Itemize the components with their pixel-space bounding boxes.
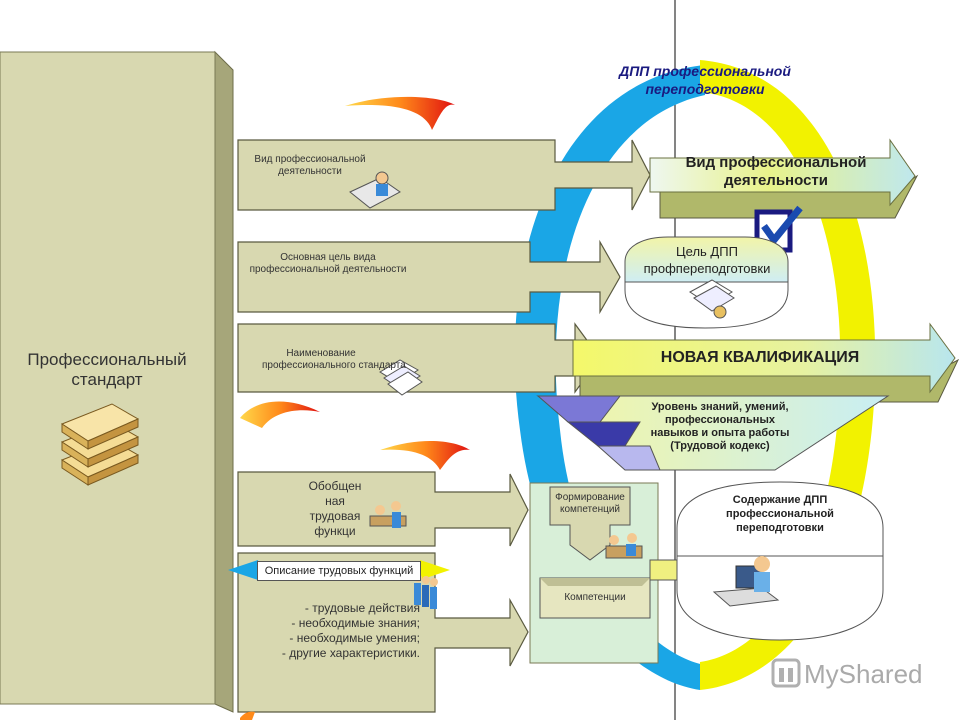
uroven-label-line3: навыков и опыта работы xyxy=(650,427,790,439)
left-panel-side xyxy=(214,50,234,713)
swoosh-1 xyxy=(345,96,455,130)
left-panel-title-line1: Профессиональный xyxy=(27,350,187,369)
checkmark-icon xyxy=(761,205,803,246)
uroven-stripe-3 xyxy=(596,445,661,471)
arrow-obob-label-line1: Обобщен xyxy=(308,479,362,493)
form-komp-label: Формирование компетенций xyxy=(550,492,630,516)
soderzh-box-bottom xyxy=(676,555,884,641)
uroven-label-line2: профессиональных xyxy=(665,414,775,426)
left-panel-face xyxy=(0,51,216,705)
documents-icon-2 xyxy=(689,279,735,319)
left-panel-title-line2: стандарт xyxy=(71,370,143,389)
arrow-naim-label-line2: профессионального стандарта xyxy=(262,360,406,371)
left-panel-title: Профессиональный стандарт xyxy=(4,350,210,390)
kval-bar xyxy=(572,322,956,394)
opis-list-item-1: - трудовые действия xyxy=(304,601,420,615)
cel-box-label: Цель ДПП профпереподготовки xyxy=(626,243,788,277)
kval-bar-label: НОВАЯ КВАЛИФИКАЦИЯ xyxy=(660,349,860,366)
opis-pointer-right xyxy=(420,560,450,580)
vid-box-label: Вид профессиональной деятельности xyxy=(660,154,892,190)
soderzh-label-line1: Содержание ДПП xyxy=(732,494,828,506)
uroven-label-line1: Уровень знаний, умений, xyxy=(651,401,789,413)
arrow-obob-label-line4: функци xyxy=(314,524,356,538)
arrow-cel-shape xyxy=(237,239,621,315)
team-icon xyxy=(605,533,643,559)
arrow-obob-label-line2: ная xyxy=(325,494,345,508)
arrow-naim-label: Наименование профессионального стандарта xyxy=(236,348,406,374)
arrow-obob-label: Обобщен ная трудовая функци xyxy=(295,479,375,539)
arrow-cel-label: Основная цель вида профессиональной деят… xyxy=(236,252,420,276)
computer-user-icon xyxy=(712,556,780,607)
arrow-naim-label-line1: Наименование xyxy=(286,348,356,359)
opis-list-item-2: - необходимые знания; xyxy=(291,616,420,630)
myshared-logo-icon xyxy=(771,658,801,688)
swoosh-4 xyxy=(240,711,255,720)
swoosh-3 xyxy=(380,440,470,470)
opis-list-item-3: - необходимые умения; xyxy=(289,631,420,645)
komp-box-bevel xyxy=(540,578,650,586)
arrow-cel-label-line1: Основная цель вида xyxy=(280,252,376,263)
arrow-vid-shape xyxy=(237,139,651,211)
opis-list: - трудовые действия - необходимые знания… xyxy=(250,601,420,661)
vid-box-label-line1: Вид профессиональной xyxy=(685,154,867,171)
dpp-title: ДПП профессиональной переподготовки xyxy=(580,62,830,98)
watermark-text: MyShared xyxy=(804,659,923,689)
vid-bar xyxy=(649,138,916,207)
opis-pointer xyxy=(228,560,258,580)
dpp-title-line2: переподготовки xyxy=(645,81,765,97)
cel-box-label-line2: профпереподготовки xyxy=(643,261,771,276)
books-icon xyxy=(60,403,140,486)
person-desk-icon-1 xyxy=(349,171,401,209)
arrow-vid-label-line2: деятельности xyxy=(278,166,342,177)
soderzh-label-line2: профессиональной xyxy=(726,508,834,520)
form-komp-label-line2: компетенций xyxy=(559,504,621,515)
arrow-vid-label-line1: Вид профессиональной xyxy=(254,154,366,165)
documents-icon-1 xyxy=(379,359,423,396)
opis-list-item-4: - другие характеристики. xyxy=(281,646,420,660)
vid-box-label-line2: деятельности xyxy=(724,172,828,189)
opis-tag: Описание трудовых функций xyxy=(257,561,421,581)
soderzh-box-top xyxy=(676,481,884,557)
komp-label: Компетенции xyxy=(564,592,626,603)
uroven-label: Уровень знаний, умений, профессиональных… xyxy=(610,401,830,453)
arrow-vid-label: Вид профессиональной деятельности xyxy=(240,154,380,178)
soderzh-label: Содержание ДПП профессиональной переподг… xyxy=(686,493,874,535)
uroven-label-line4: (Трудовой кодекс) xyxy=(670,440,770,452)
swoosh-2 xyxy=(240,401,320,428)
cel-box-top xyxy=(624,236,789,283)
arrow-obob-label-line3: трудовая xyxy=(309,509,361,523)
form-komp-label-line1: Формирование xyxy=(555,492,625,503)
cel-box-label-line1: Цель ДПП xyxy=(676,244,738,259)
people-meeting-icon xyxy=(369,501,407,528)
arrow-cel-label-line2: профессиональной деятельности xyxy=(249,264,407,275)
dpp-title-line1: ДПП профессиональной xyxy=(619,63,791,79)
soderzh-label-line3: переподготовки xyxy=(736,522,824,534)
